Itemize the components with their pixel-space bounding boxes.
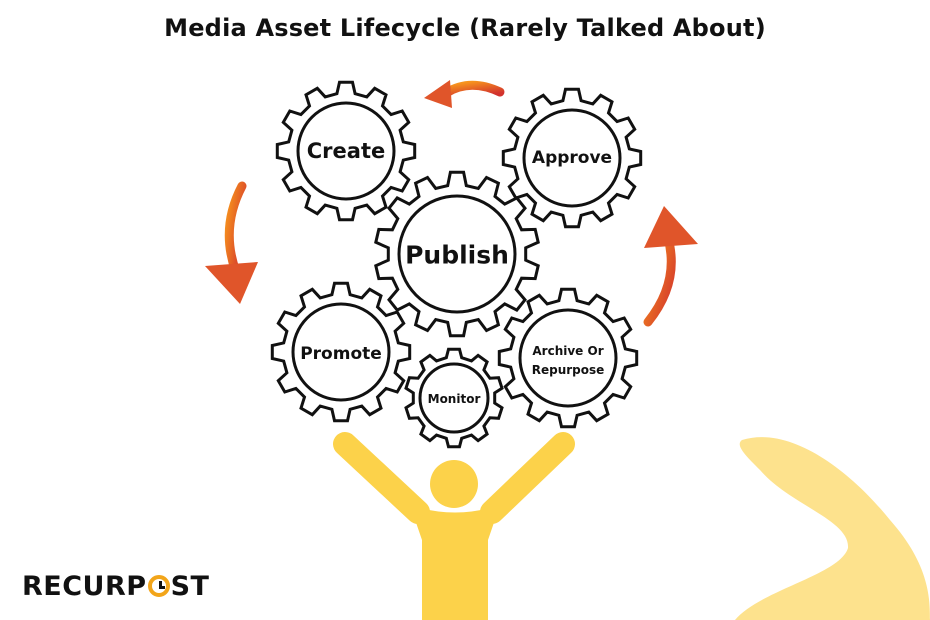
recurpost-logo: RECURP ST bbox=[22, 566, 209, 606]
arrow-left bbox=[205, 181, 258, 304]
page-title: Media Asset Lifecycle (Rarely Talked Abo… bbox=[164, 14, 766, 42]
gear-label-create: Create bbox=[307, 139, 385, 163]
decorative-blob bbox=[735, 437, 930, 620]
logo-text-before: RECURP bbox=[22, 570, 147, 602]
arrow-top bbox=[424, 80, 505, 108]
logo-text-after: ST bbox=[170, 570, 210, 602]
gear-label-monitor: Monitor bbox=[428, 392, 481, 406]
gear-promote: Promote bbox=[270, 281, 412, 423]
gear-monitor: Monitor bbox=[404, 347, 504, 449]
gear-create: Create bbox=[275, 80, 417, 222]
gear-label-publish: Publish bbox=[405, 241, 509, 270]
gear-label-promote: Promote bbox=[300, 344, 382, 364]
gear-archive: Archive Or Repurpose bbox=[497, 287, 639, 429]
clock-icon bbox=[147, 575, 170, 597]
gear-label-archive-line2: Repurpose bbox=[532, 363, 605, 377]
arrow-right bbox=[643, 206, 698, 327]
gear-label-approve: Approve bbox=[532, 148, 612, 168]
gear-label-archive-line1: Archive Or bbox=[532, 344, 603, 358]
gear-approve: Approve bbox=[501, 87, 643, 229]
person-figure bbox=[333, 432, 575, 620]
gear-publish: Publish bbox=[374, 170, 540, 338]
